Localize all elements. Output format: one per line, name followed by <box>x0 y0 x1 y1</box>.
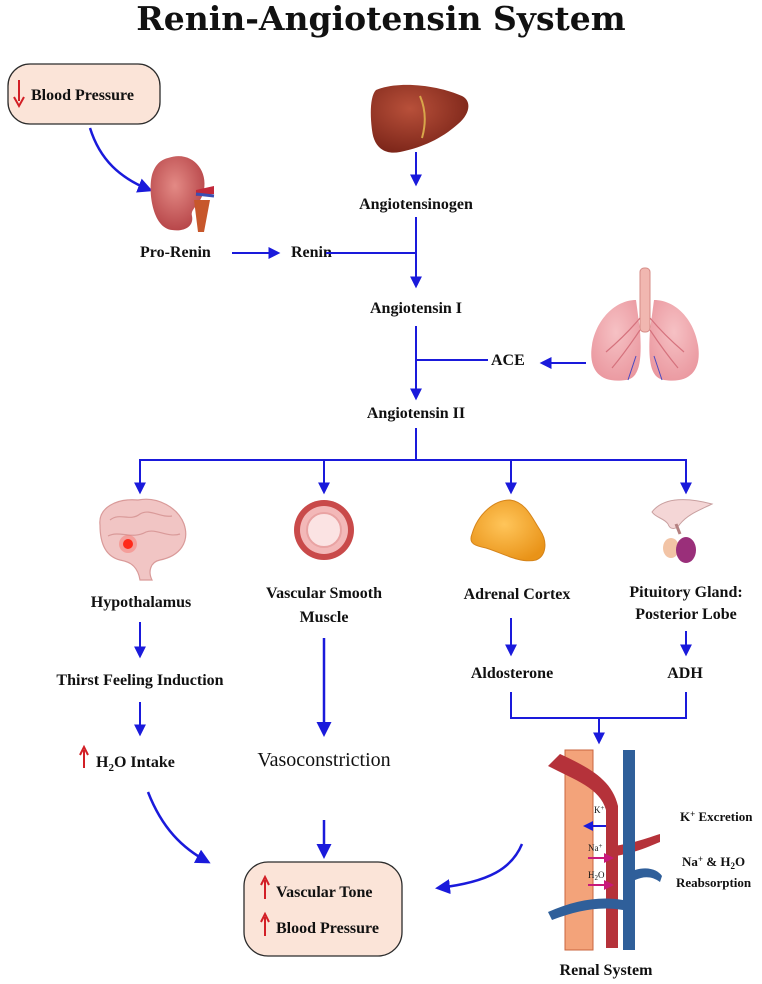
kidney-icon <box>150 156 215 232</box>
aldosterone-adh-join <box>510 692 687 719</box>
node-renal-system: Renal System <box>560 962 654 979</box>
node-h2o-intake: H2O Intake <box>96 754 175 774</box>
arrow-h2o-to-result <box>146 791 211 864</box>
adrenal-gland-icon <box>470 499 546 562</box>
ion-na-label: Na+ <box>588 842 603 853</box>
down-arrow-icon <box>13 80 25 109</box>
node-pituitary-line2: Posterior Lobe <box>635 606 736 623</box>
node-renin: Renin <box>291 244 332 261</box>
up-arrow-icon <box>79 744 89 768</box>
node-pituitary-line1: Pituitory Gland: <box>629 584 742 601</box>
node-adrenal-cortex: Adrenal Cortex <box>464 586 571 603</box>
node-thirst: Thirst Feeling Induction <box>56 672 223 689</box>
na-h2o-label-line2: Reabsorption <box>676 875 752 890</box>
node-hypothalamus: Hypothalamus <box>91 594 191 611</box>
page-title: Renin-Angiotensin System <box>136 0 626 38</box>
up-arrow-icon <box>260 874 270 936</box>
node-angiotensin-ii: Angiotensin II <box>367 405 465 422</box>
node-aldosterone: Aldosterone <box>471 665 553 682</box>
node-pro-renin: Pro-Renin <box>140 244 211 261</box>
node-adh: ADH <box>667 665 703 682</box>
renal-system-illustration <box>548 749 662 951</box>
node-vsm-line2: Muscle <box>300 609 349 626</box>
start-box-label: Blood Pressure <box>31 87 134 104</box>
node-ace: ACE <box>491 352 525 369</box>
na-h2o-label-line1: Na+ & H2O <box>682 854 745 871</box>
node-angiotensin-i: Angiotensin I <box>370 300 462 317</box>
lungs-icon <box>591 267 699 381</box>
k-excretion-label: K+ Excretion <box>680 809 753 824</box>
arrow-bp-to-kidney <box>88 127 153 193</box>
ion-h2o-label: H2O <box>588 870 605 882</box>
vessel-cross-section-icon <box>294 500 354 560</box>
node-vsm-line1: Vascular Smooth <box>266 585 382 602</box>
ion-k-label: K+ <box>594 804 605 815</box>
pituitary-gland-icon <box>651 499 714 563</box>
node-vasoconstriction: Vasoconstriction <box>257 749 390 771</box>
start-blood-pressure-box: Blood Pressure <box>7 63 161 125</box>
liver-icon <box>370 84 469 153</box>
brain-icon <box>99 498 187 581</box>
node-angiotensinogen: Angiotensinogen <box>359 196 473 213</box>
arrow-renal-to-result <box>435 843 524 895</box>
result-box: Vascular Tone Blood Pressure <box>243 861 403 957</box>
result-line2: Blood Pressure <box>276 920 379 937</box>
result-line1: Vascular Tone <box>276 884 372 901</box>
